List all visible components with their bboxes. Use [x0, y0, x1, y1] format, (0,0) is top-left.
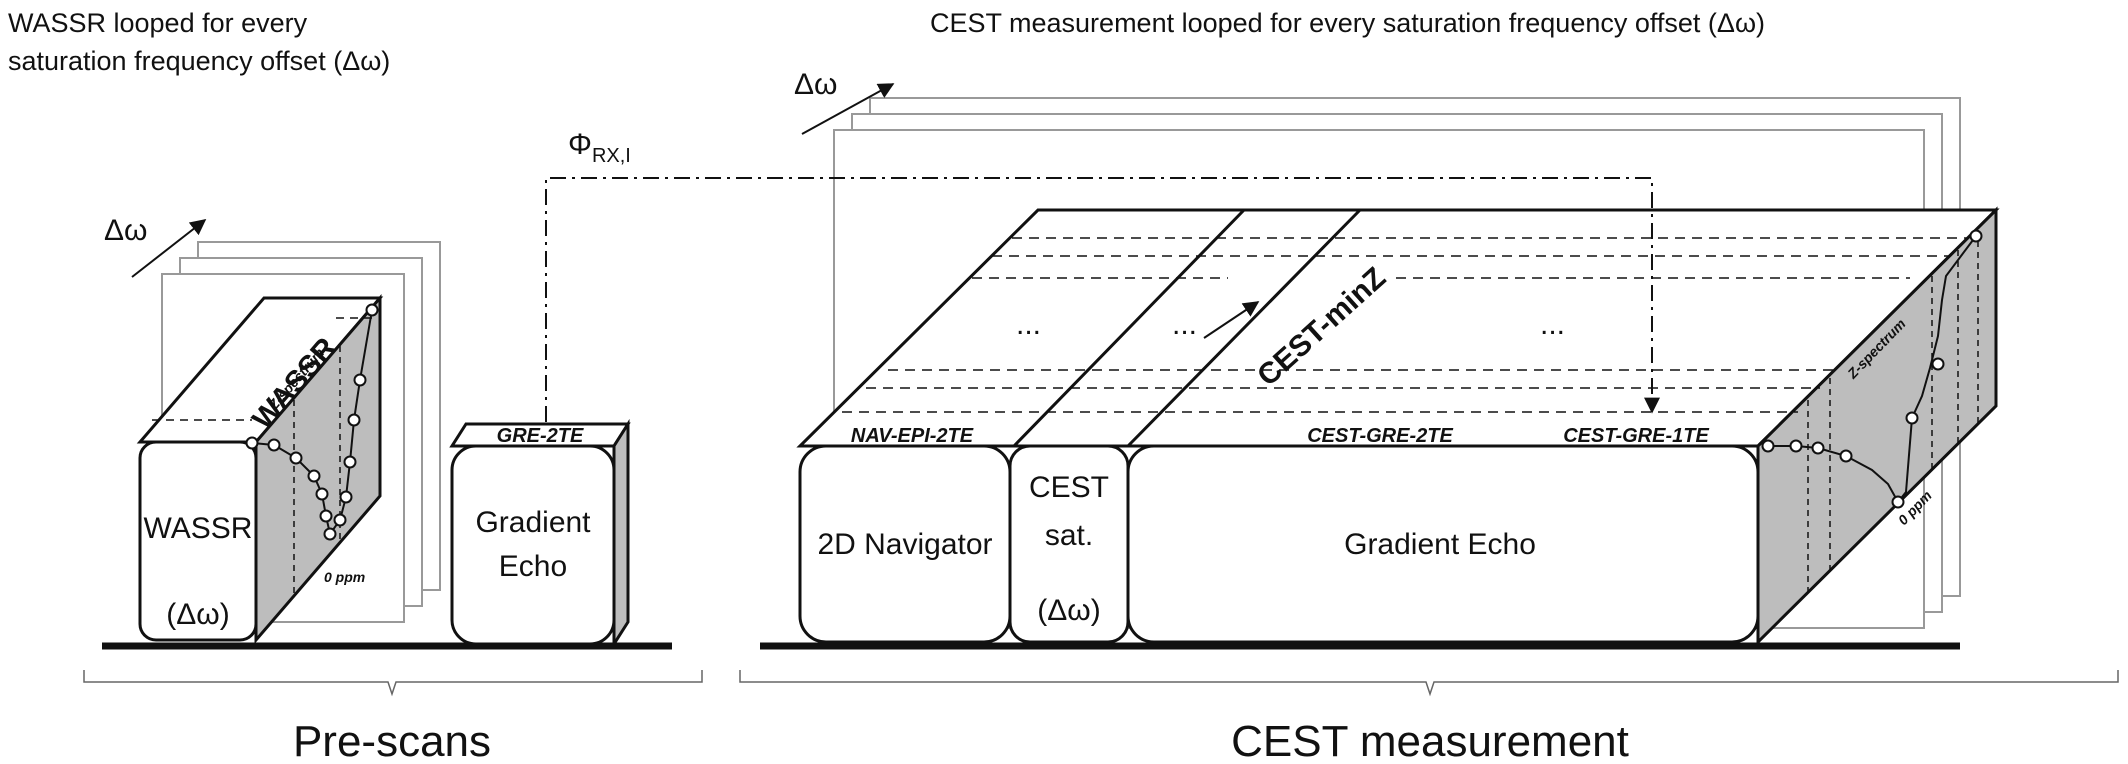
cest-gre-2te-label: CEST-GRE-2TE [1307, 425, 1453, 447]
ellipsis-2: ... [1172, 308, 1197, 341]
phase-link-arrow [545, 177, 1660, 422]
minz-direction-arrow [1203, 301, 1260, 339]
prescans-brace [83, 670, 703, 697]
cest-brace [739, 670, 2119, 697]
cest-block [796, 206, 2000, 646]
navigator-label: 2D Navigator [817, 528, 992, 561]
prescans-section-label: Pre-scans [293, 717, 491, 764]
wassr-front-label-line2: (Δω) [166, 598, 229, 631]
gradient-echo-label: Gradient Echo [1344, 528, 1536, 561]
delta-omega-label-large: Δω [794, 68, 837, 101]
wassr-zero-ppm-label: 0 ppm [324, 569, 365, 585]
wassr-loop-caption-line2: saturation frequency offset (Δω) [8, 46, 390, 76]
cest-sat-line3: (Δω) [1037, 594, 1100, 627]
cest-loop-caption: CEST measurement looped for every satura… [930, 8, 1765, 38]
ellipsis-1: ... [1016, 308, 1041, 341]
wassr-block [136, 293, 384, 645]
wassr-loop-caption-line1: WASSR looped for every [8, 8, 308, 38]
delta-omega-arrow-small [131, 219, 207, 278]
cest-sat-line2: sat. [1045, 519, 1093, 552]
delta-omega-label-small: Δω [104, 214, 147, 247]
cest-front-boxes [798, 444, 1760, 644]
delta-omega-arrow-large [801, 83, 895, 135]
gre-2te-front-line2: Echo [499, 550, 567, 583]
cest-z-spectrum [1761, 229, 1983, 596]
gre-2te-front-line1: Gradient [475, 506, 591, 539]
cest-measurement-section-label: CEST measurement [1231, 717, 1629, 764]
wassr-front-label-line1: WASSR [144, 512, 253, 545]
phase-label: ΦRX,I [568, 128, 631, 167]
nav-epi-2te-label: NAV-EPI-2TE [851, 425, 974, 447]
wassr-z-spectrum [245, 303, 379, 594]
cest-sat-line1: CEST [1029, 471, 1109, 504]
ellipsis-3: ... [1540, 308, 1565, 341]
cest-gre-1te-label: CEST-GRE-1TE [1563, 425, 1709, 447]
gre-2te-label: GRE-2TE [497, 425, 584, 447]
